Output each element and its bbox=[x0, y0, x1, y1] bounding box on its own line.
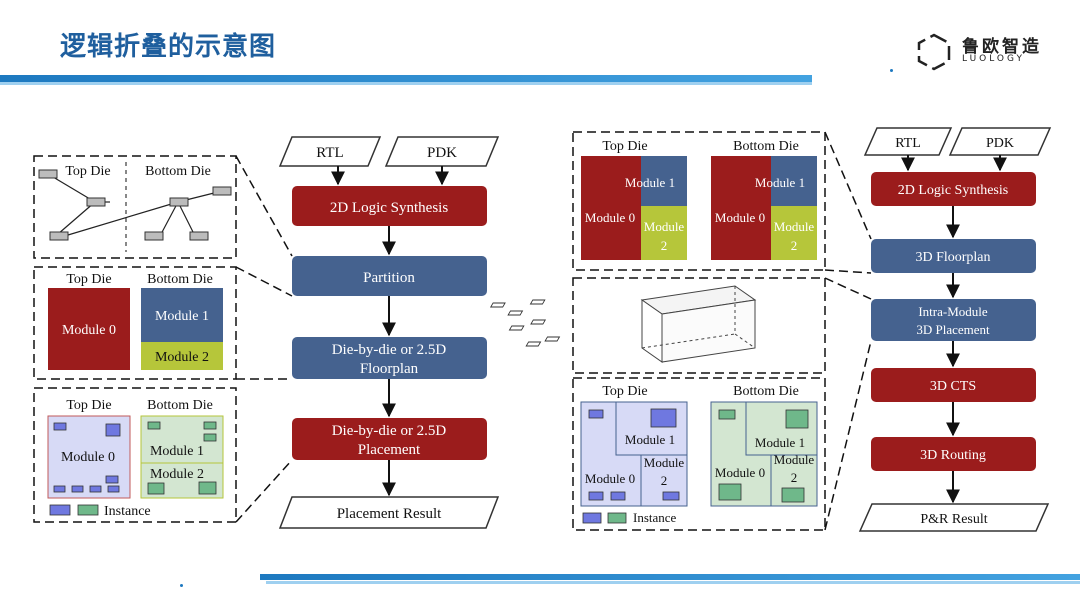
right-p3-top-module2-label-b: 2 bbox=[661, 473, 668, 488]
left-p2-top-die: Top Die bbox=[66, 272, 111, 287]
left-p2-module2-label: Module 2 bbox=[155, 350, 209, 365]
left-netlist bbox=[38, 169, 232, 241]
right-p3-bottom-instances bbox=[718, 409, 809, 503]
left-step-placement bbox=[292, 418, 487, 460]
left-step-synthesis bbox=[292, 186, 487, 226]
logo-icon bbox=[917, 33, 951, 71]
right-p1-top-die: Top Die bbox=[602, 139, 647, 154]
right-result bbox=[858, 503, 1050, 532]
left-step-placement-label-1: Die-by-die or 2.5D bbox=[332, 423, 447, 439]
right-step-placement-label-2: 3D Placement bbox=[916, 322, 990, 337]
left-p3-module0-label: Module 0 bbox=[61, 450, 115, 465]
right-3d-cube bbox=[489, 285, 757, 363]
left-p2-module0-block bbox=[48, 288, 130, 370]
right-p3-top-instances bbox=[588, 408, 680, 501]
left-p3-module2-label: Module 2 bbox=[150, 467, 204, 482]
left-p2-bottom-die: Bottom Die bbox=[147, 272, 213, 287]
right-step-routing bbox=[871, 437, 1036, 471]
left-legend-instance-green bbox=[77, 504, 99, 516]
right-step-synthesis bbox=[871, 172, 1036, 206]
left-step-synthesis-label: 2D Logic Synthesis bbox=[330, 200, 448, 216]
logo-text-cn: 鲁欧智造 bbox=[962, 37, 1042, 57]
left-legend-instance-blue bbox=[49, 504, 71, 516]
right-p3-bottom-module2-label-b: 2 bbox=[791, 470, 798, 485]
left-p1-top-die: Top Die bbox=[65, 164, 110, 179]
right-step-floorplan bbox=[871, 239, 1036, 273]
right-p3-bottom-module2-label-a: Module bbox=[774, 452, 815, 467]
footer-stripe-thin bbox=[266, 581, 1080, 584]
right-step-floorplan-label: 3D Floorplan bbox=[915, 250, 990, 265]
right-p3-top-module2-label-a: Module bbox=[644, 455, 685, 470]
right-step-placement-label-1: Intra-Module bbox=[918, 304, 988, 319]
right-p3-bottom-module1-label: Module 1 bbox=[755, 435, 805, 450]
left-p3-top-instances bbox=[53, 422, 121, 493]
right-legend-instance-label: Instance bbox=[633, 510, 677, 525]
logo-text-en: LUOLOGY bbox=[962, 54, 1026, 64]
left-p3-bottom-die: Bottom Die bbox=[147, 398, 213, 413]
left-p2-module1-label: Module 1 bbox=[155, 309, 209, 324]
right-p3-top-die: Top Die bbox=[602, 384, 647, 399]
right-step-cts-label: 3D CTS bbox=[930, 379, 976, 394]
right-p3-top-module0-label: Module 0 bbox=[585, 471, 635, 486]
header-dot bbox=[890, 69, 893, 72]
right-p1-bottom-module2-label-a: Module bbox=[774, 219, 815, 234]
left-step-floorplan-label-1: Die-by-die or 2.5D bbox=[332, 342, 447, 358]
right-p1-top-module1 bbox=[641, 156, 687, 206]
left-step-floorplan-label-2: Floorplan bbox=[360, 361, 419, 377]
left-p3-module1-label: Module 1 bbox=[150, 444, 204, 459]
right-input-rtl bbox=[863, 127, 953, 156]
left-p2-module0-label: Module 0 bbox=[62, 323, 116, 338]
right-p1-top-module2-label-a: Module bbox=[644, 219, 685, 234]
right-p1-top-module2-label-b: 2 bbox=[661, 238, 668, 253]
left-p3-top-die: Top Die bbox=[66, 398, 111, 413]
left-p3-bottom-instances bbox=[147, 421, 217, 495]
right-input-rtl-label: RTL bbox=[895, 136, 921, 151]
left-step-placement-label-2: Placement bbox=[358, 442, 421, 458]
right-p1-top-module1-label: Module 1 bbox=[625, 175, 675, 190]
right-p1-bottom-module2 bbox=[771, 206, 817, 260]
right-step-synthesis-label: 2D Logic Synthesis bbox=[898, 183, 1008, 198]
header-stripe bbox=[0, 75, 812, 82]
right-step-placement bbox=[871, 299, 1036, 341]
left-p2-module1-block bbox=[141, 288, 223, 342]
left-step-floorplan bbox=[292, 337, 487, 379]
right-p1-top-module2 bbox=[641, 206, 687, 260]
left-input-pdk-label: PDK bbox=[427, 145, 457, 161]
right-input-pdk bbox=[948, 127, 1052, 156]
left-p1-bottom-die: Bottom Die bbox=[145, 164, 211, 179]
right-p1-bottom-module2-label-b: 2 bbox=[791, 238, 798, 253]
page-title: 逻辑折叠的示意图 bbox=[60, 32, 277, 62]
left-step-partition-label: Partition bbox=[363, 270, 415, 286]
right-input-pdk-label: PDK bbox=[986, 136, 1014, 151]
right-flow: RTL PDK 2D Logic Synthesis 3D Floorplan … bbox=[858, 127, 1052, 532]
right-step-cts bbox=[871, 368, 1036, 402]
footer-stripe bbox=[260, 574, 1080, 580]
left-result bbox=[278, 496, 500, 529]
right-p3-bottom-die: Bottom Die bbox=[733, 384, 799, 399]
right-result-label: P&R Result bbox=[920, 512, 987, 527]
right-p1-bottom-die: Bottom Die bbox=[733, 139, 799, 154]
left-result-label: Placement Result bbox=[337, 506, 442, 522]
right-p3-bottom-module0-label: Module 0 bbox=[715, 465, 765, 480]
left-input-rtl bbox=[278, 136, 382, 167]
left-p2-module2-block bbox=[141, 342, 223, 370]
left-legend-instance-label: Instance bbox=[104, 504, 151, 519]
right-legend-instance-green bbox=[607, 512, 627, 524]
left-panels bbox=[33, 155, 293, 523]
header-stripe-thin bbox=[0, 82, 812, 85]
right-step-routing-label: 3D Routing bbox=[920, 448, 986, 463]
left-input-pdk bbox=[384, 136, 500, 167]
left-input-rtl-label: RTL bbox=[316, 145, 343, 161]
left-flow: RTL PDK 2D Logic Synthesis Partition Die… bbox=[278, 136, 500, 529]
footer-dot bbox=[180, 584, 183, 587]
right-p1-bottom-module0-label: Module 0 bbox=[715, 210, 765, 225]
right-p1-bottom-module1-label: Module 1 bbox=[755, 175, 805, 190]
right-p3-top-module1-label: Module 1 bbox=[625, 432, 675, 447]
right-panels bbox=[572, 131, 872, 531]
right-p1-top-module0-label: Module 0 bbox=[585, 210, 635, 225]
right-legend-instance-blue bbox=[582, 512, 602, 524]
right-p1-bottom-module1 bbox=[771, 156, 817, 206]
left-step-partition bbox=[292, 256, 487, 296]
